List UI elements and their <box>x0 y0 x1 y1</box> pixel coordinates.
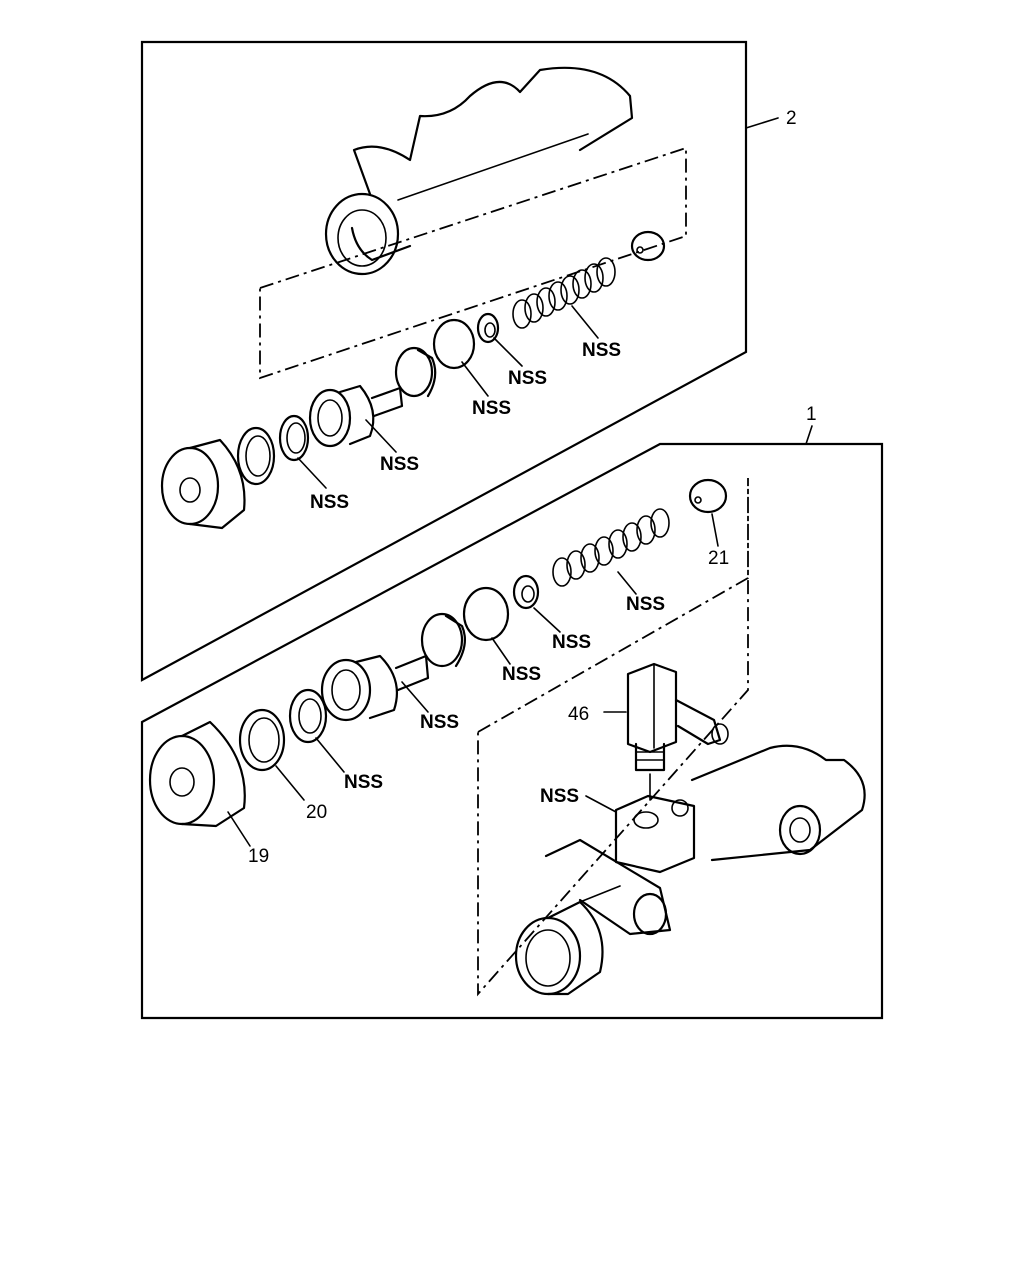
nss-label-k2-c: NSS <box>472 398 511 419</box>
nss-label-k1-b: NSS <box>420 712 459 733</box>
nss-label-k1-c: NSS <box>502 664 541 685</box>
kit-2-parts <box>160 230 666 530</box>
nss-label-k1-f: NSS <box>540 786 579 807</box>
kit-1-housing-outline <box>477 478 749 997</box>
callout-19: 19 <box>248 846 269 867</box>
kit-1-leaders <box>227 513 719 847</box>
kit-1-parts <box>148 478 866 996</box>
kit-2-housing-outline <box>259 146 687 380</box>
nss-label-k2-b: NSS <box>380 454 419 475</box>
kit-2-nss-leaders <box>297 305 599 489</box>
callout-1: 1 <box>806 404 817 425</box>
kit-2-frame <box>140 40 748 682</box>
nss-label-k2-a: NSS <box>310 492 349 513</box>
callout-2: 2 <box>786 108 797 129</box>
kit-2-housing-ghost <box>324 66 634 276</box>
nss-label-k2-e: NSS <box>582 340 621 361</box>
nss-label-k1-a: NSS <box>344 772 383 793</box>
kit-1-frame <box>140 442 884 1020</box>
nss-label-k1-e: NSS <box>626 594 665 615</box>
nss-label-k1-d: NSS <box>552 632 591 653</box>
callout-20: 20 <box>306 802 327 823</box>
callout-21: 21 <box>708 548 729 569</box>
nss-label-k2-d: NSS <box>508 368 547 389</box>
callout-46: 46 <box>568 704 589 725</box>
